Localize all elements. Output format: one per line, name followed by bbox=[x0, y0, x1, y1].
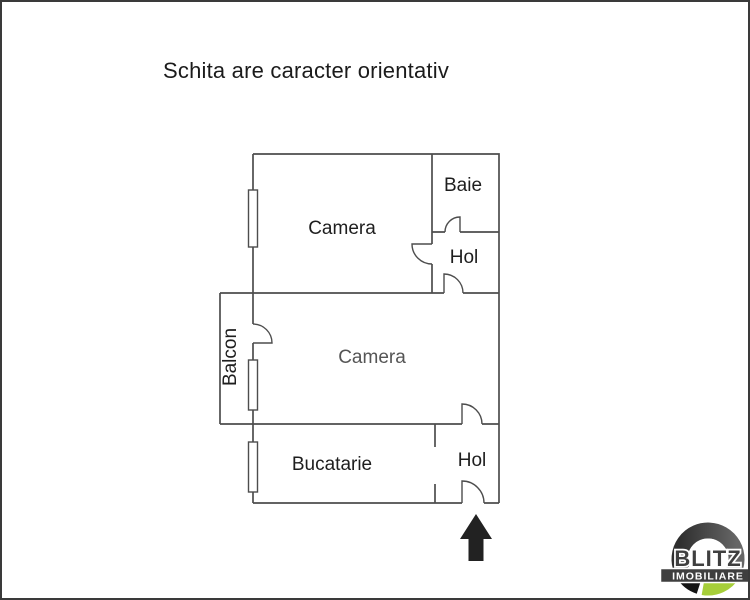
door-balcon bbox=[252, 323, 273, 344]
blitz-logo: BLITZ IMOBILIARE bbox=[659, 522, 748, 596]
room-label-balcon: Balcon bbox=[220, 327, 241, 387]
window-bucatarie bbox=[247, 441, 259, 493]
door-camera-mid-hol bbox=[461, 403, 483, 425]
room-label-bucatarie: Bucatarie bbox=[291, 454, 373, 475]
room-label-camera-top: Camera bbox=[308, 218, 376, 239]
room-label-hol-top: Hol bbox=[449, 247, 479, 268]
entrance-arrow-icon bbox=[460, 514, 492, 561]
room-label-hol-bottom: Hol bbox=[457, 450, 487, 471]
window-camera-top bbox=[247, 189, 259, 248]
room-label-camera-mid: Camera bbox=[338, 347, 406, 368]
door-hol-camera-mid bbox=[443, 273, 464, 294]
window-balcon bbox=[247, 359, 259, 411]
logo-tagline-bar bbox=[659, 567, 748, 584]
door-camera-top-hol bbox=[411, 243, 433, 265]
door-baie bbox=[444, 216, 461, 233]
logo-ring-gray bbox=[671, 522, 745, 577]
room-label-baie: Baie bbox=[443, 175, 483, 196]
door-entrance bbox=[461, 480, 485, 504]
logo-brand-text: BLITZ bbox=[674, 546, 741, 571]
logo-tagline-text: IMOBILIARE bbox=[672, 571, 744, 583]
disclaimer-title: Schita are caracter orientativ bbox=[163, 58, 450, 83]
